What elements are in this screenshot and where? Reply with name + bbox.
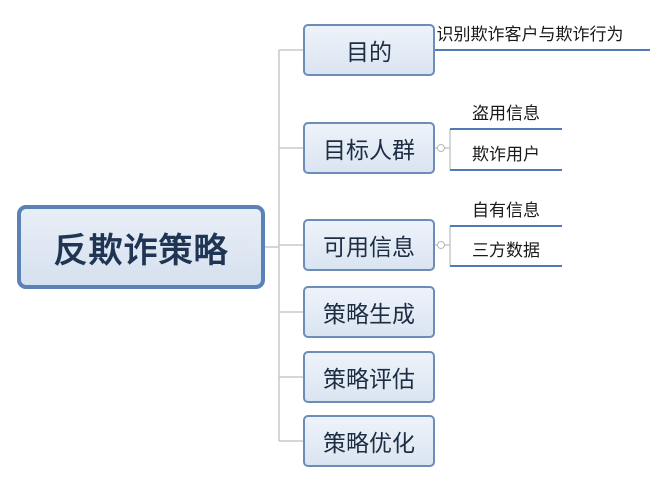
branch-node-strategy-generation[interactable]: 策略生成 [303, 286, 435, 338]
leaf-node[interactable]: 盗用信息 [472, 104, 540, 124]
leaf-node[interactable]: 欺诈用户 [472, 145, 540, 165]
branch-node-goal[interactable]: 目的 [303, 24, 435, 76]
branch-node-target-audience[interactable]: 目标人群 [303, 122, 435, 174]
leaf-node[interactable]: 识别欺诈客户与欺诈行为 [436, 25, 624, 45]
branch-node-strategy-optimization[interactable]: 策略优化 [303, 415, 435, 467]
branch-node-strategy-evaluation[interactable]: 策略评估 [303, 351, 435, 403]
root-node[interactable]: 反欺诈策略 [17, 205, 265, 289]
collapse-toggle [437, 241, 445, 249]
branch-node-available-info[interactable]: 可用信息 [303, 219, 435, 271]
leaf-node[interactable]: 三方数据 [472, 241, 540, 261]
leaf-node[interactable]: 自有信息 [472, 201, 540, 221]
collapse-toggle [437, 144, 445, 152]
